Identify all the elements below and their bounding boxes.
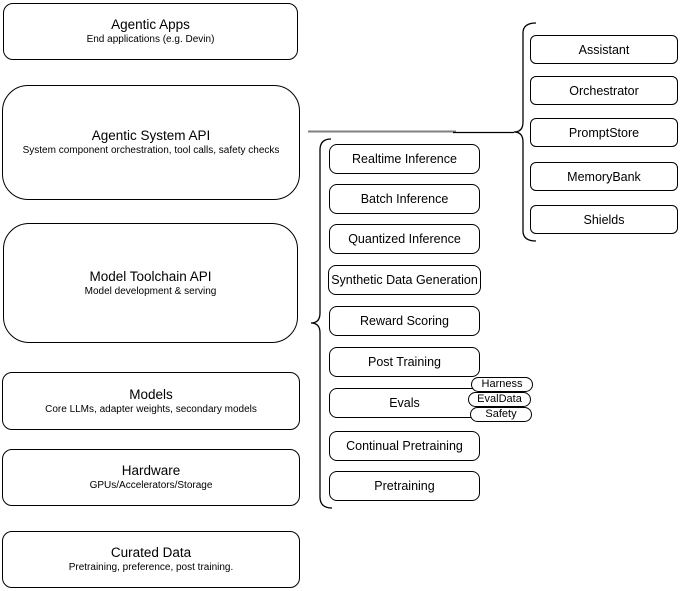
toolchain-item-label: Evals: [389, 396, 420, 410]
layer-title: Model Toolchain API: [89, 268, 212, 284]
toolchain-item-label: Quantized Inference: [348, 232, 461, 246]
evals-tag-label: Harness: [481, 378, 523, 390]
toolchain-item-post-training: Post Training: [329, 347, 480, 377]
toolchain-item-label: Batch Inference: [360, 192, 449, 206]
toolchain-item-label: Post Training: [368, 355, 441, 369]
toolchain-item-reward-scoring: Reward Scoring: [329, 306, 480, 336]
component-label: Orchestrator: [569, 83, 639, 98]
component-promptstore: PromptStore: [530, 118, 678, 147]
component-memorybank: MemoryBank: [530, 162, 678, 191]
component-assistant: Assistant: [530, 35, 678, 64]
evals-tag-evaldata: EvalData: [468, 392, 531, 407]
evals-tag-harness: Harness: [471, 377, 533, 392]
layer-models: Models Core LLMs, adapter weights, secon…: [2, 372, 300, 430]
layer-subtitle: Pretraining, preference, post training.: [68, 562, 234, 573]
layer-agentic-system-api: Agentic System API System component orch…: [2, 85, 300, 200]
toolchain-item-pretraining: Pretraining: [329, 471, 480, 501]
evals-tag-safety: Safety: [470, 407, 532, 422]
toolchain-item-batch-inference: Batch Inference: [329, 184, 480, 214]
component-label: MemoryBank: [567, 169, 641, 184]
toolchain-item-label: Realtime Inference: [352, 152, 457, 166]
toolchain-item-evals: Evals: [329, 388, 480, 418]
evals-tag-label: EvalData: [477, 393, 522, 405]
layer-subtitle: End applications (e.g. Devin): [86, 34, 215, 45]
toolchain-item-synthetic-data-generation: Synthetic Data Generation: [328, 265, 481, 295]
toolchain-item-label: Synthetic Data Generation: [331, 273, 478, 287]
layer-title: Models: [129, 386, 173, 402]
component-label: Assistant: [578, 42, 630, 57]
layer-model-toolchain-api: Model Toolchain API Model development & …: [3, 223, 298, 343]
evals-tag-label: Safety: [485, 408, 517, 420]
layer-title: Agentic Apps: [111, 17, 190, 32]
toolchain-item-continual-pretraining: Continual Pretraining: [329, 431, 480, 461]
layer-subtitle: Core LLMs, adapter weights, secondary mo…: [45, 403, 257, 415]
layer-curated-data: Curated Data Pretraining, preference, po…: [2, 531, 300, 588]
toolchain-item-label: Continual Pretraining: [346, 439, 463, 453]
layer-title: Agentic System API: [91, 128, 211, 143]
toolchain-item-label: Pretraining: [374, 479, 435, 493]
toolchain-item-label: Reward Scoring: [360, 314, 449, 328]
component-label: Shields: [583, 212, 625, 227]
layer-title: Curated Data: [110, 545, 192, 560]
layer-hardware: Hardware GPUs/Accelerators/Storage: [2, 449, 300, 506]
layer-title: Hardware: [121, 463, 181, 478]
layer-agentic-apps: Agentic Apps End applications (e.g. Devi…: [3, 3, 298, 60]
component-shields: Shields: [530, 205, 678, 234]
component-orchestrator: Orchestrator: [530, 76, 678, 105]
layer-subtitle: System component orchestration, tool cal…: [22, 145, 280, 156]
layer-subtitle: Model development & serving: [84, 285, 217, 297]
layer-subtitle: GPUs/Accelerators/Storage: [89, 480, 213, 491]
component-label: PromptStore: [568, 125, 640, 140]
toolchain-item-realtime-inference: Realtime Inference: [329, 144, 480, 174]
toolchain-item-quantized-inference: Quantized Inference: [329, 224, 480, 254]
